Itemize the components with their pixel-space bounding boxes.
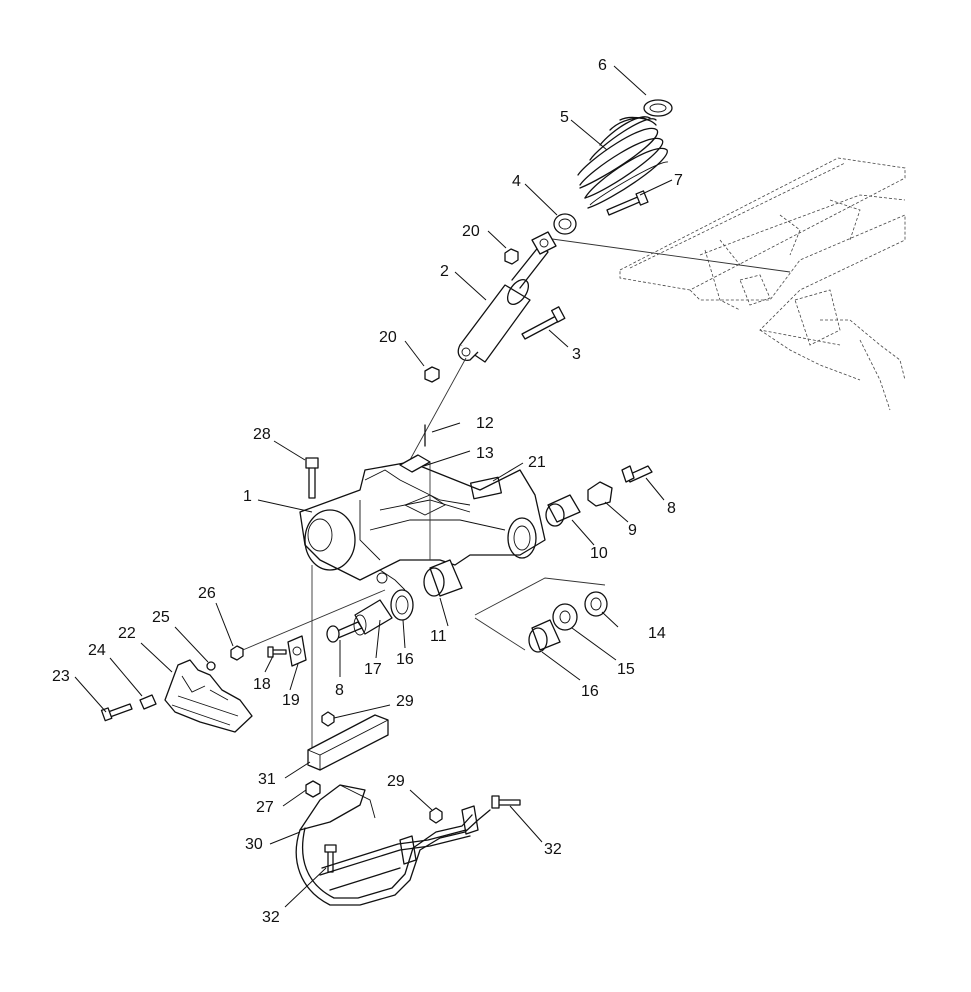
callout-32-left: 32 <box>262 909 280 926</box>
callout-16-lower: 16 <box>581 683 599 700</box>
shock-nut-upper <box>504 248 519 265</box>
callout-31: 31 <box>258 771 276 788</box>
callout-10: 10 <box>590 545 608 562</box>
callout-21: 21 <box>528 454 546 471</box>
callout-20-lower: 20 <box>379 329 397 346</box>
nut-27 <box>305 780 321 798</box>
nut-14 <box>584 591 608 617</box>
callout-2: 2 <box>440 263 449 280</box>
chain-guard <box>164 659 253 733</box>
callout-26: 26 <box>198 585 216 602</box>
bracket-19 <box>287 635 307 667</box>
bracket-31 <box>307 714 389 771</box>
callout-27: 27 <box>256 799 274 816</box>
callout-28: 28 <box>253 426 271 443</box>
callout-29-upper: 29 <box>396 693 414 710</box>
pivot-bolt-8 <box>326 621 363 643</box>
washer-15 <box>552 603 578 631</box>
callout-15: 15 <box>617 661 635 678</box>
shock-upper-bolt <box>606 190 649 216</box>
callout-29-lower: 29 <box>387 773 405 790</box>
shock-absorber <box>457 231 557 363</box>
callout-14: 14 <box>648 625 666 642</box>
nut-29a <box>321 711 335 727</box>
callout-12: 12 <box>476 415 494 432</box>
bolt-18 <box>267 646 287 658</box>
callout-9: 9 <box>628 522 637 539</box>
vehicle-frame <box>619 157 906 411</box>
spacer-24 <box>139 694 157 710</box>
bushing-left <box>423 559 463 597</box>
callout-19: 19 <box>282 692 300 709</box>
callout-16-upper: 16 <box>396 651 414 668</box>
callout-11: 11 <box>430 628 447 645</box>
leader-lines <box>74 65 673 908</box>
shock-to-arm-line <box>399 357 467 479</box>
nut-29b <box>429 807 443 824</box>
callout-32-right: 32 <box>544 841 562 858</box>
callout-8-right: 8 <box>667 500 676 517</box>
callout-18: 18 <box>253 676 271 693</box>
callout-20-upper: 20 <box>462 223 480 240</box>
callout-numbers: 1 2 3 4 5 6 7 8 8 9 10 11 12 13 14 15 16… <box>52 57 683 926</box>
bolt-32b <box>491 795 521 809</box>
spring-washer-hole <box>558 218 572 230</box>
bolt-23 <box>100 703 133 722</box>
coil-spring <box>577 116 669 209</box>
bolt-32a <box>324 844 337 873</box>
callout-7: 7 <box>674 172 683 189</box>
spring-retainer <box>643 99 673 117</box>
callout-6: 6 <box>598 57 607 74</box>
nut-25 <box>206 661 216 671</box>
callout-25: 25 <box>152 609 170 626</box>
callout-22: 22 <box>118 625 136 642</box>
callout-1: 1 <box>243 488 252 505</box>
pivot-hardware-group-bracket <box>474 577 606 651</box>
callout-13: 13 <box>476 445 494 462</box>
skid-bar <box>295 784 491 906</box>
callout-4: 4 <box>512 173 521 190</box>
decal-label <box>469 476 503 500</box>
nut-26-line <box>237 589 386 653</box>
grease-fitting-cap <box>587 481 613 507</box>
pivot-bolt-right <box>621 465 653 483</box>
bushing-16a <box>390 589 414 621</box>
callout-3: 3 <box>572 346 581 363</box>
long-bolt <box>305 457 319 499</box>
frame-mount-line <box>544 237 791 273</box>
swing-arm <box>299 461 546 591</box>
callout-23: 23 <box>52 668 70 685</box>
callout-8-lower: 8 <box>335 682 344 699</box>
bushing-right <box>545 494 581 527</box>
callout-17: 17 <box>364 661 382 678</box>
bushing-16b <box>528 619 561 653</box>
callout-24: 24 <box>88 642 106 659</box>
pivot-shaft-17 <box>353 599 393 636</box>
shock-lower-bolt <box>521 306 566 340</box>
spring-washer <box>553 213 577 235</box>
shock-nut-lower <box>424 366 440 383</box>
callout-5: 5 <box>560 109 569 126</box>
nut-26 <box>230 645 244 661</box>
callout-30: 30 <box>245 836 263 853</box>
